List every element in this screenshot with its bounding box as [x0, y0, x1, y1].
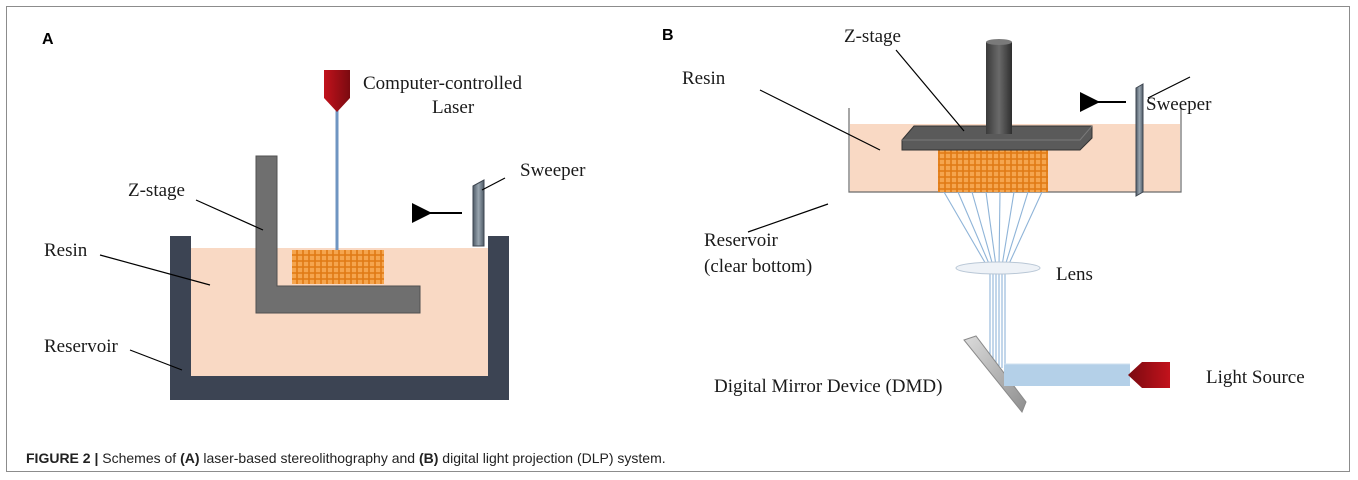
- label-sweeper-b: Sweeper: [1146, 94, 1212, 115]
- light-source-icon: [1128, 362, 1170, 388]
- leader-zstage-a: [195, 199, 264, 231]
- label-laser-line2: Laser: [432, 97, 475, 118]
- caption-ref-a: (A): [180, 450, 200, 466]
- label-light-source: Light Source: [1206, 367, 1305, 388]
- sweeper-a: [472, 179, 485, 247]
- panel-b: B: [662, 26, 1305, 413]
- lens-icon: [955, 261, 1041, 275]
- panel-a-letter: A: [42, 31, 54, 48]
- caption-text-2: laser-based stereolithography and: [199, 450, 419, 466]
- zstage-plate-b: [901, 125, 1093, 151]
- figure-diagram: A Computer-controlled Laser Sweeper Z-st…: [42, 26, 1305, 413]
- label-lens: Lens: [1056, 264, 1093, 285]
- label-zstage-b: Z-stage: [844, 26, 901, 47]
- leader-reservoir-b: [747, 203, 829, 233]
- panel-a: A Computer-controlled Laser Sweeper Z-st…: [42, 31, 586, 400]
- label-laser-line1: Computer-controlled: [363, 73, 522, 94]
- caption-text-3: digital light projection (DLP) system.: [438, 450, 666, 466]
- leader-resin-b: [759, 89, 881, 151]
- leader-resin-a: [99, 254, 211, 286]
- light-beams-upper: [943, 191, 1043, 267]
- sweeper-b: [1135, 83, 1144, 197]
- dmd-mirror-icon: [963, 335, 1027, 413]
- label-resin-a: Resin: [44, 240, 88, 261]
- zstage-a: [255, 155, 421, 314]
- caption-text-1: Schemes of: [98, 450, 181, 466]
- caption-figure-label: FIGURE 2 |: [26, 450, 99, 466]
- leader-sweeper-a: [481, 177, 506, 191]
- leader-sweeper-b: [1147, 76, 1191, 99]
- label-resin-b: Resin: [682, 68, 726, 89]
- leader-reservoir-a: [129, 349, 183, 371]
- zstage-rod-b: [986, 42, 1012, 134]
- reservoir-a: [170, 236, 509, 400]
- label-zstage-a: Z-stage: [128, 180, 185, 201]
- printed-object-a: [292, 250, 384, 284]
- label-dmd: Digital Mirror Device (DMD): [714, 376, 942, 397]
- light-beams-lower: [989, 272, 1006, 370]
- label-reservoir-b-line2: (clear bottom): [704, 256, 812, 277]
- printed-object-b: [938, 150, 1048, 192]
- label-reservoir-b-line1: Reservoir: [704, 230, 779, 251]
- panel-b-letter: B: [662, 27, 674, 44]
- caption-ref-b: (B): [418, 450, 439, 466]
- label-sweeper-a: Sweeper: [520, 160, 586, 181]
- figure-caption: FIGURE 2 | Schemes of (A) laser-based st…: [26, 450, 666, 466]
- leader-zstage-b: [895, 49, 965, 132]
- light-band-b: [1004, 364, 1130, 386]
- laser-head-icon: [324, 70, 350, 112]
- label-reservoir-a: Reservoir: [44, 336, 119, 357]
